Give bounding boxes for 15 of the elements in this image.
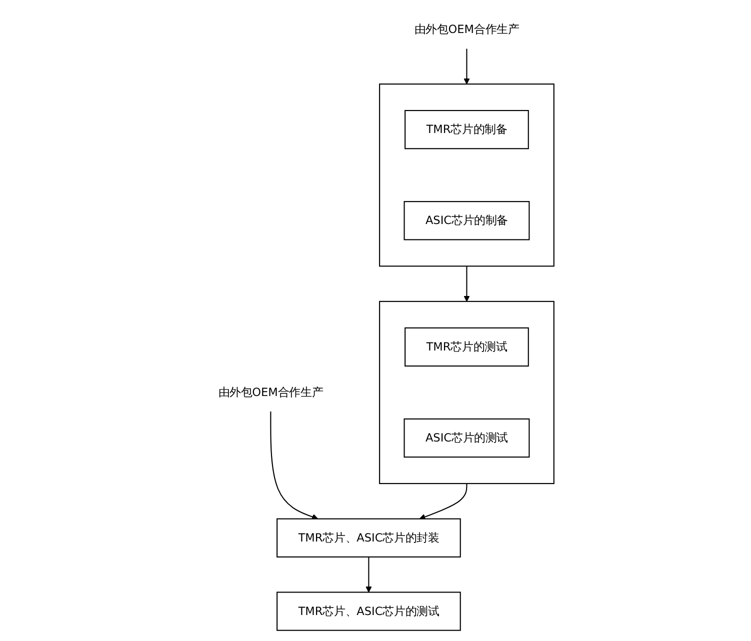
node-box: TMR芯片的测试: [404, 327, 529, 367]
arrow: [464, 266, 470, 302]
node-box: ASIC芯片的制备: [404, 201, 530, 240]
node-box: TMR芯片、ASIC芯片的测试: [276, 592, 461, 631]
cluster: [379, 300, 554, 484]
arrow: [419, 484, 468, 520]
node-text: 由外包OEM合作生产: [414, 22, 520, 36]
cluster: [379, 84, 554, 267]
node-box: TMR芯片、ASIC芯片的封装: [276, 518, 461, 558]
node-text: 由外包OEM合作生产: [218, 385, 324, 399]
node-box: ASIC芯片的测试: [404, 418, 530, 458]
arrow: [464, 48, 470, 84]
arrow: [366, 556, 372, 593]
node-box: TMR芯片的制备: [404, 110, 529, 150]
arrow: [270, 412, 318, 520]
